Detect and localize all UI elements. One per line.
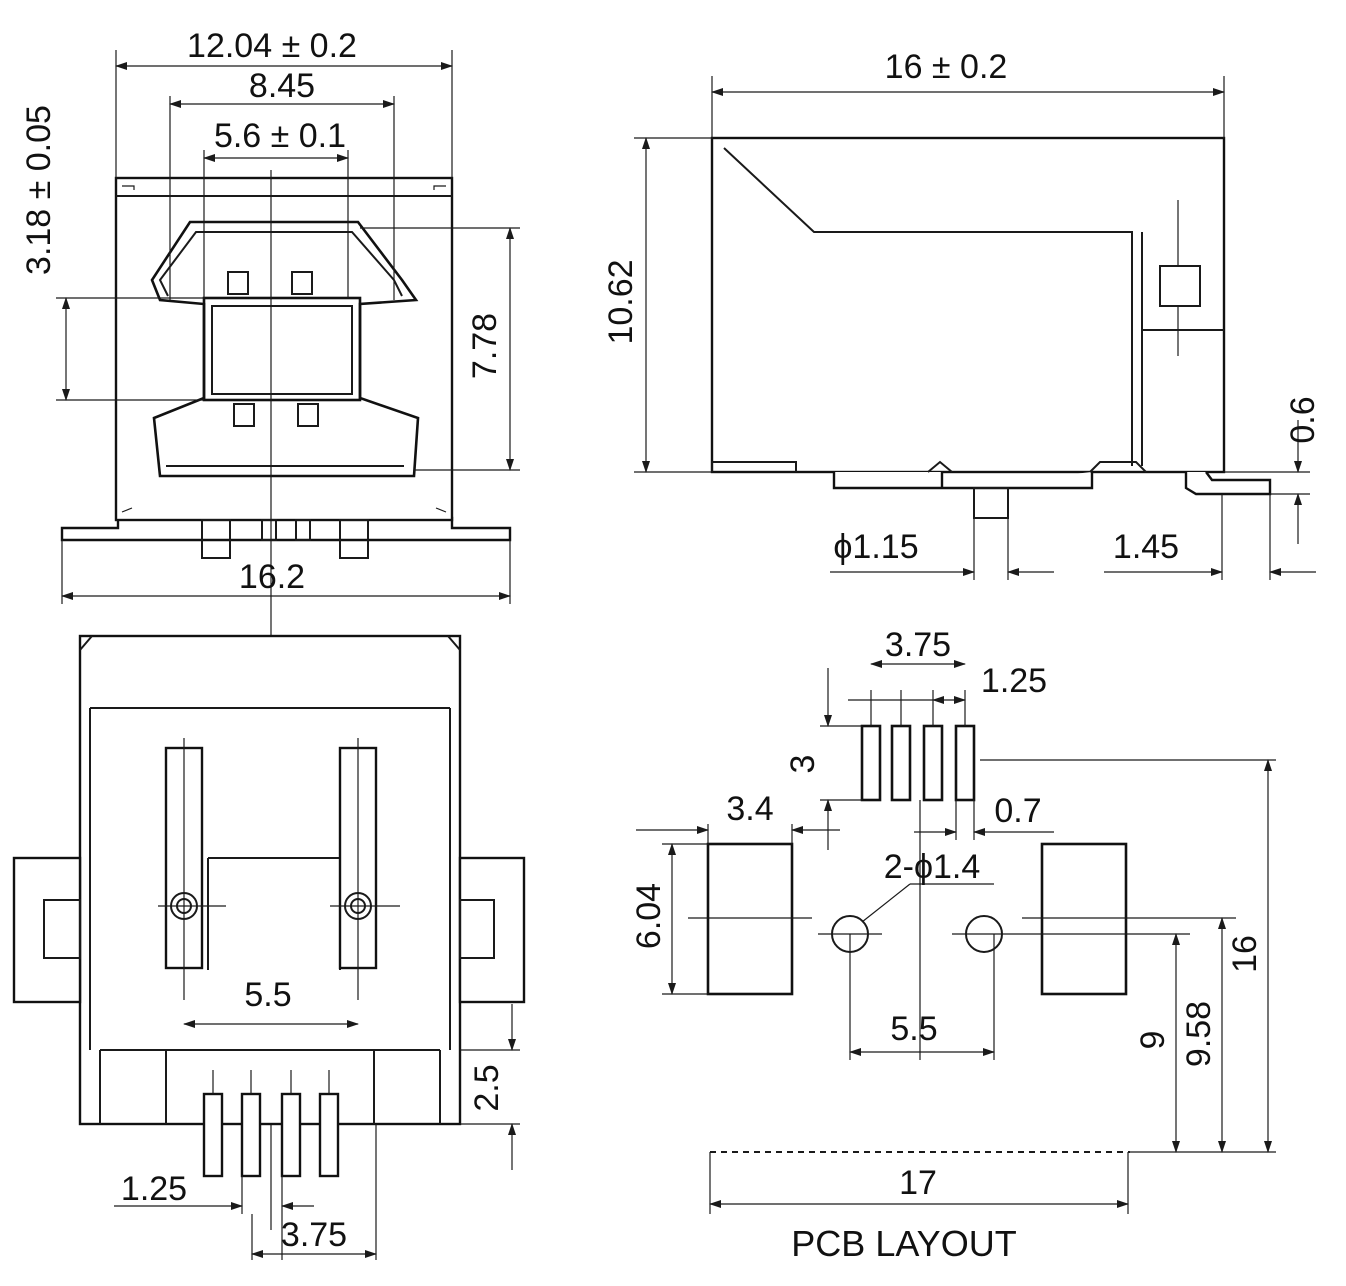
pcb-dim-anchor-height: 6.04 xyxy=(630,883,668,949)
dim-pin-span: 3.75 xyxy=(281,1216,347,1254)
dim-peg-spacing: 5.5 xyxy=(244,976,291,1014)
dim-length: 16 ± 0.2 xyxy=(885,48,1008,86)
bottom-view: 5.5 2.5 1.25 3.75 xyxy=(12,634,526,1260)
pcb-dim-hole-offset: 9 xyxy=(1134,1031,1172,1050)
pcb-dim-anchor-offset: 9.58 xyxy=(1180,1001,1218,1067)
side-view: 16 ± 0.2 10.62 ϕ1.15 1.45 0.6 xyxy=(602,48,1322,580)
pcb-dim-total-width: 17 xyxy=(899,1164,937,1202)
dim-overall-width: 12.04 ± 0.2 xyxy=(187,27,357,65)
pcb-dim-pad-pitch: 1.25 xyxy=(981,662,1047,700)
dim-pin-pitch: 1.25 xyxy=(121,1170,187,1208)
pcb-dim-total-depth: 16 xyxy=(1226,935,1264,973)
pcb-dim-hole-label: 2-ϕ1.4 xyxy=(884,848,981,886)
dim-inner-width: 8.45 xyxy=(249,67,315,105)
dim-peg-diameter: ϕ1.15 xyxy=(833,528,918,566)
pcb-dim-pad-span: 3.75 xyxy=(885,626,951,664)
pcb-dim-pad-length: 3 xyxy=(784,755,822,774)
dim-opening-width: 5.6 ± 0.1 xyxy=(214,117,346,155)
dim-tab-length: 1.45 xyxy=(1113,528,1179,566)
dim-height: 10.62 xyxy=(602,259,640,344)
pcb-dim-anchor-width: 3.4 xyxy=(726,790,773,828)
pcb-layout-view: 3.75 1.25 3 3.4 0.7 2-ϕ1.4 6.04 5.5 xyxy=(630,626,1276,1264)
pcb-dim-pad-width: 0.7 xyxy=(994,792,1041,830)
dim-opening-offset: 7.78 xyxy=(466,313,504,379)
pcb-layout-title: PCB LAYOUT xyxy=(791,1223,1016,1264)
front-view: 12.04 ± 0.2 8.45 5.6 ± 0.1 3.18 ± 0.05 7… xyxy=(20,27,520,1230)
dim-opening-height: 3.18 ± 0.05 xyxy=(20,105,58,275)
pcb-dim-hole-spacing: 5.5 xyxy=(890,1010,937,1048)
dim-lead-stub: 2.5 xyxy=(468,1064,506,1111)
dim-base-width: 16.2 xyxy=(239,558,305,596)
dim-tab-thickness: 0.6 xyxy=(1284,396,1322,443)
